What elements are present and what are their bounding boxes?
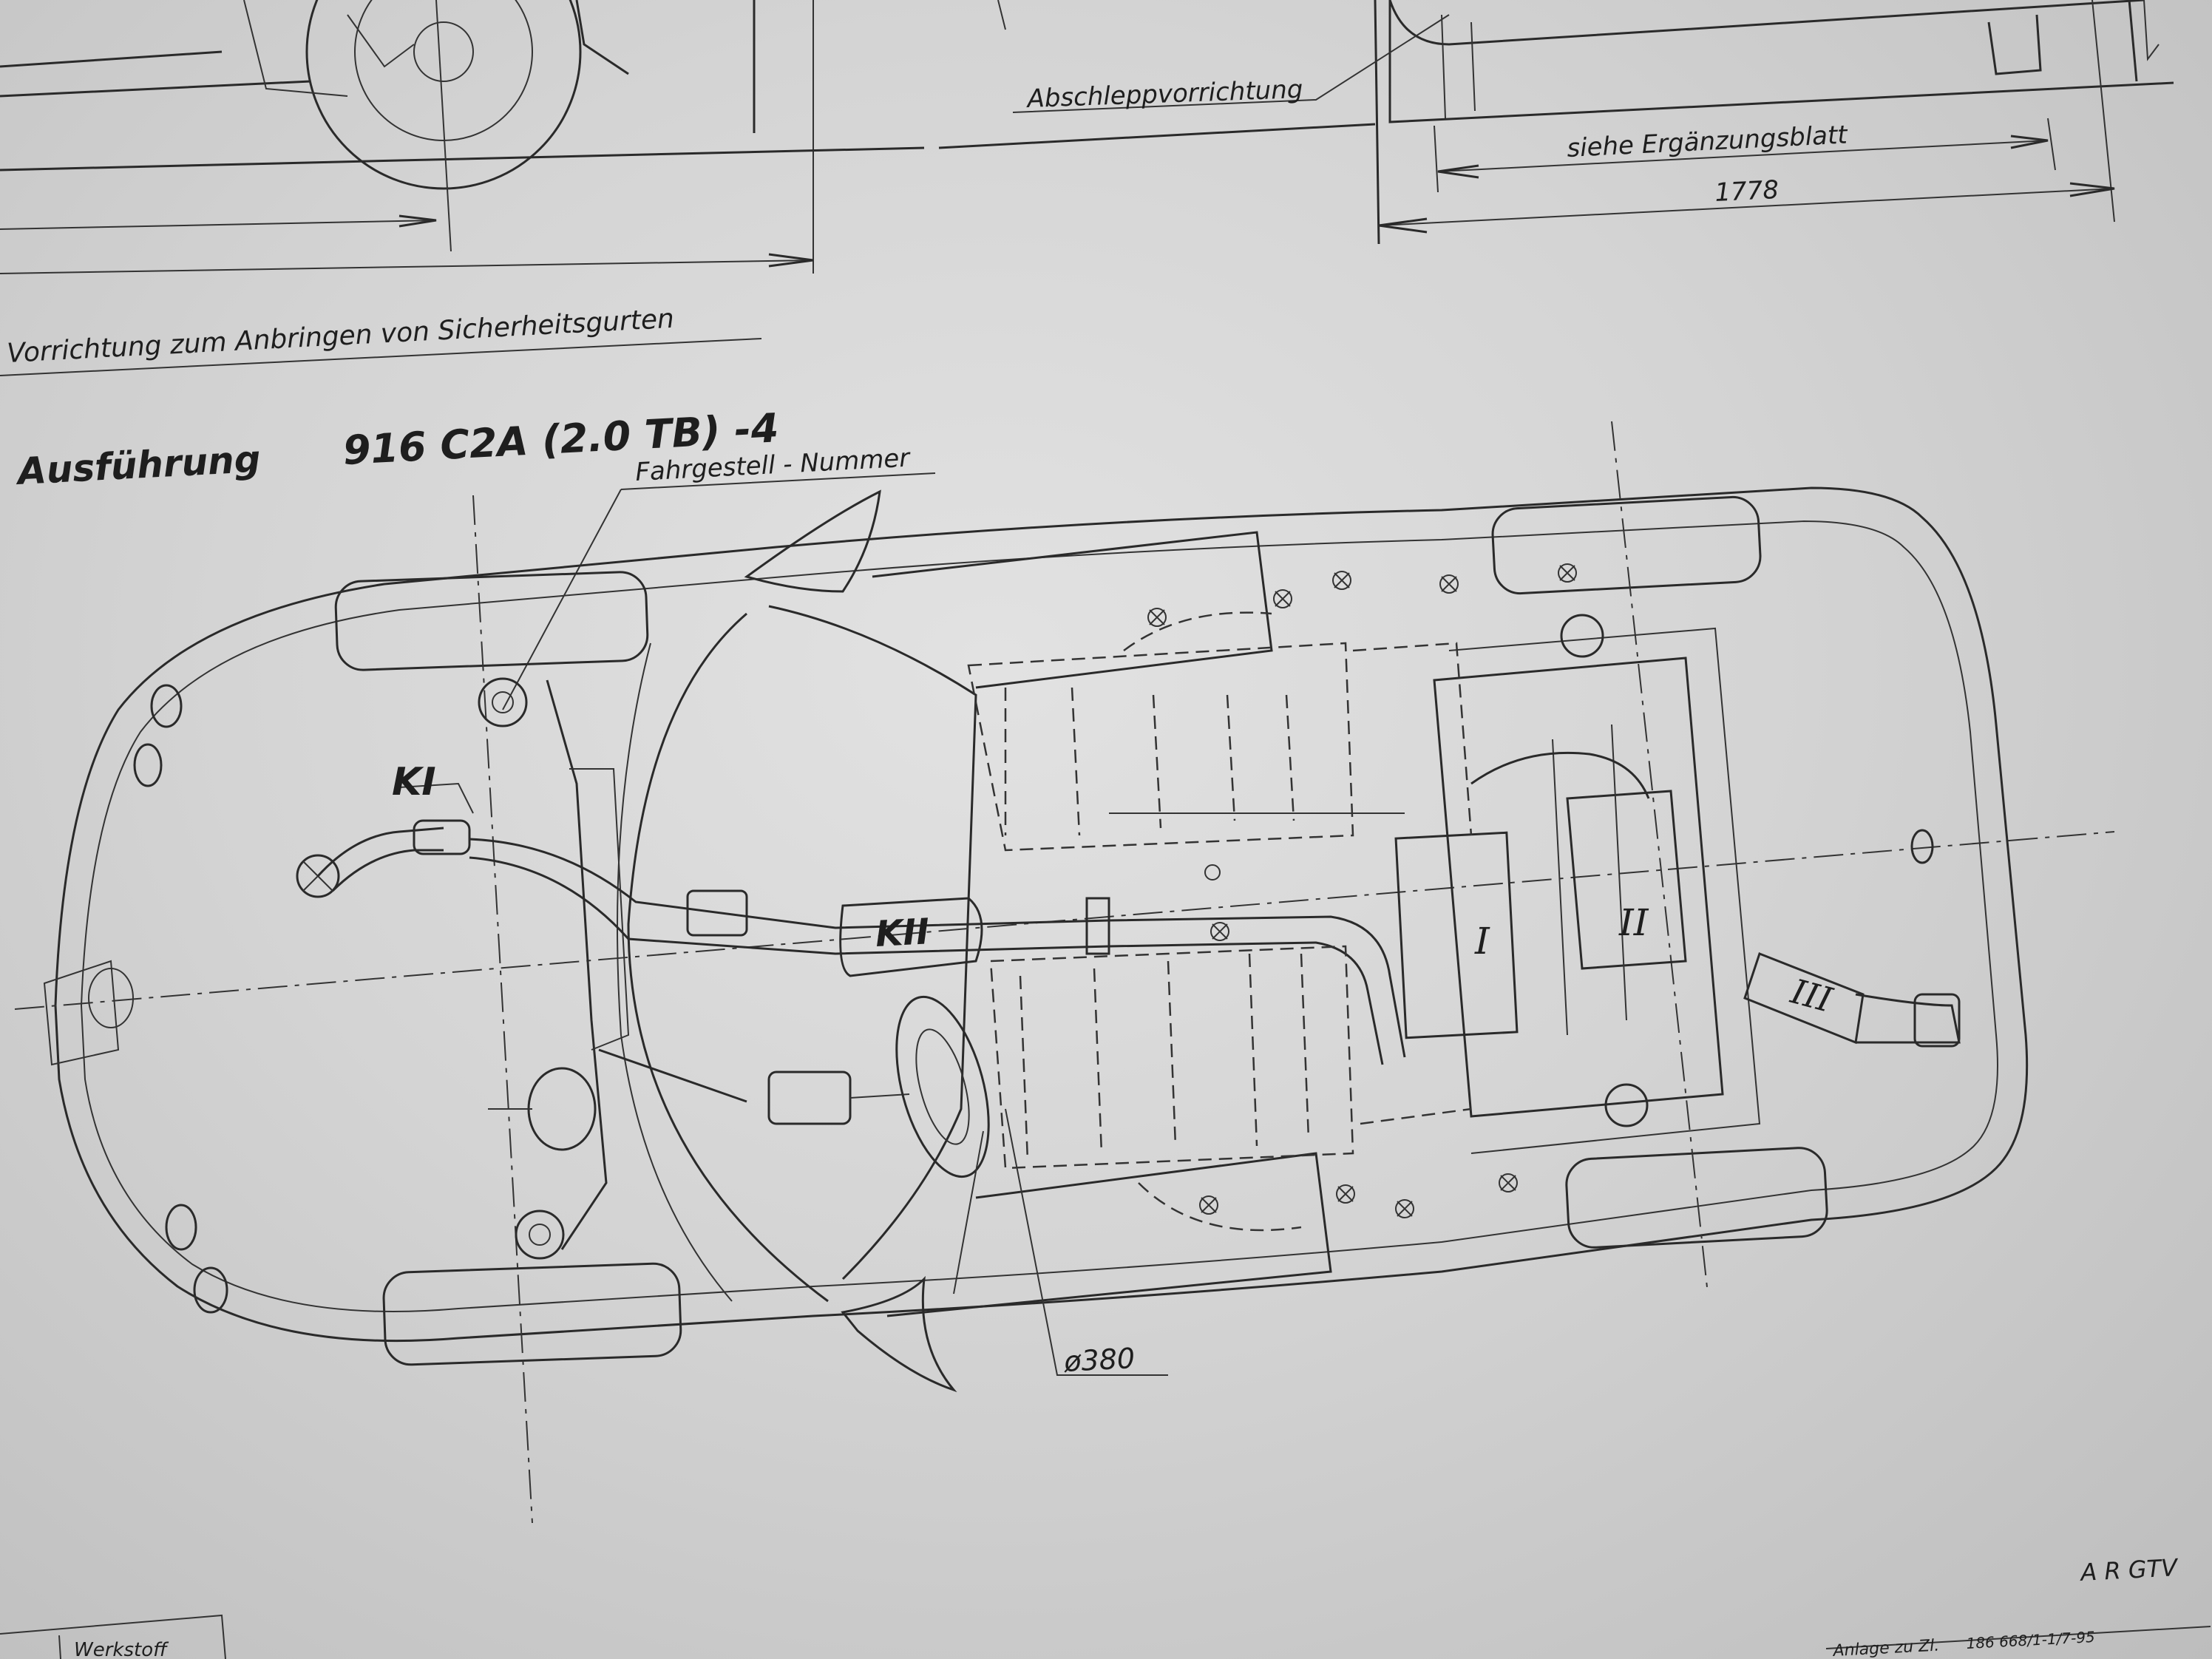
ergaenzung-label: siehe Ergänzungsblatt: [1566, 120, 1849, 163]
car-plan-view: [14, 421, 2115, 1524]
muffler-label-1: I: [1474, 920, 1490, 963]
mounting-points: [1147, 563, 1577, 1218]
werkstoff-label: Werkstoff: [74, 1639, 169, 1659]
abschlepp-label: Abschleppvorrichtung: [1025, 75, 1303, 114]
fahrgestell-leader: [502, 472, 936, 710]
diameter-380-label: ø380: [1062, 1342, 1136, 1378]
ausfuehrung-word: Ausführung: [14, 438, 262, 493]
muffler-label-3: III: [1786, 971, 1836, 1020]
top-side-view: [0, 0, 1376, 376]
muffler-label-2: II: [1618, 901, 1649, 944]
ar-gtv-label: A R GTV: [2078, 1553, 2179, 1587]
ki-label: KI: [392, 760, 436, 804]
title-block-lines: [0, 1614, 2211, 1659]
anlage-label: Anlage zu Zl.: [1831, 1637, 1940, 1659]
top-rear-view: [997, 0, 2174, 245]
kii-label: KII: [875, 911, 931, 955]
anlage-number: 186 668/1-1/7-95: [1966, 1628, 2095, 1652]
dimension-1778: 1778: [1714, 175, 1779, 208]
